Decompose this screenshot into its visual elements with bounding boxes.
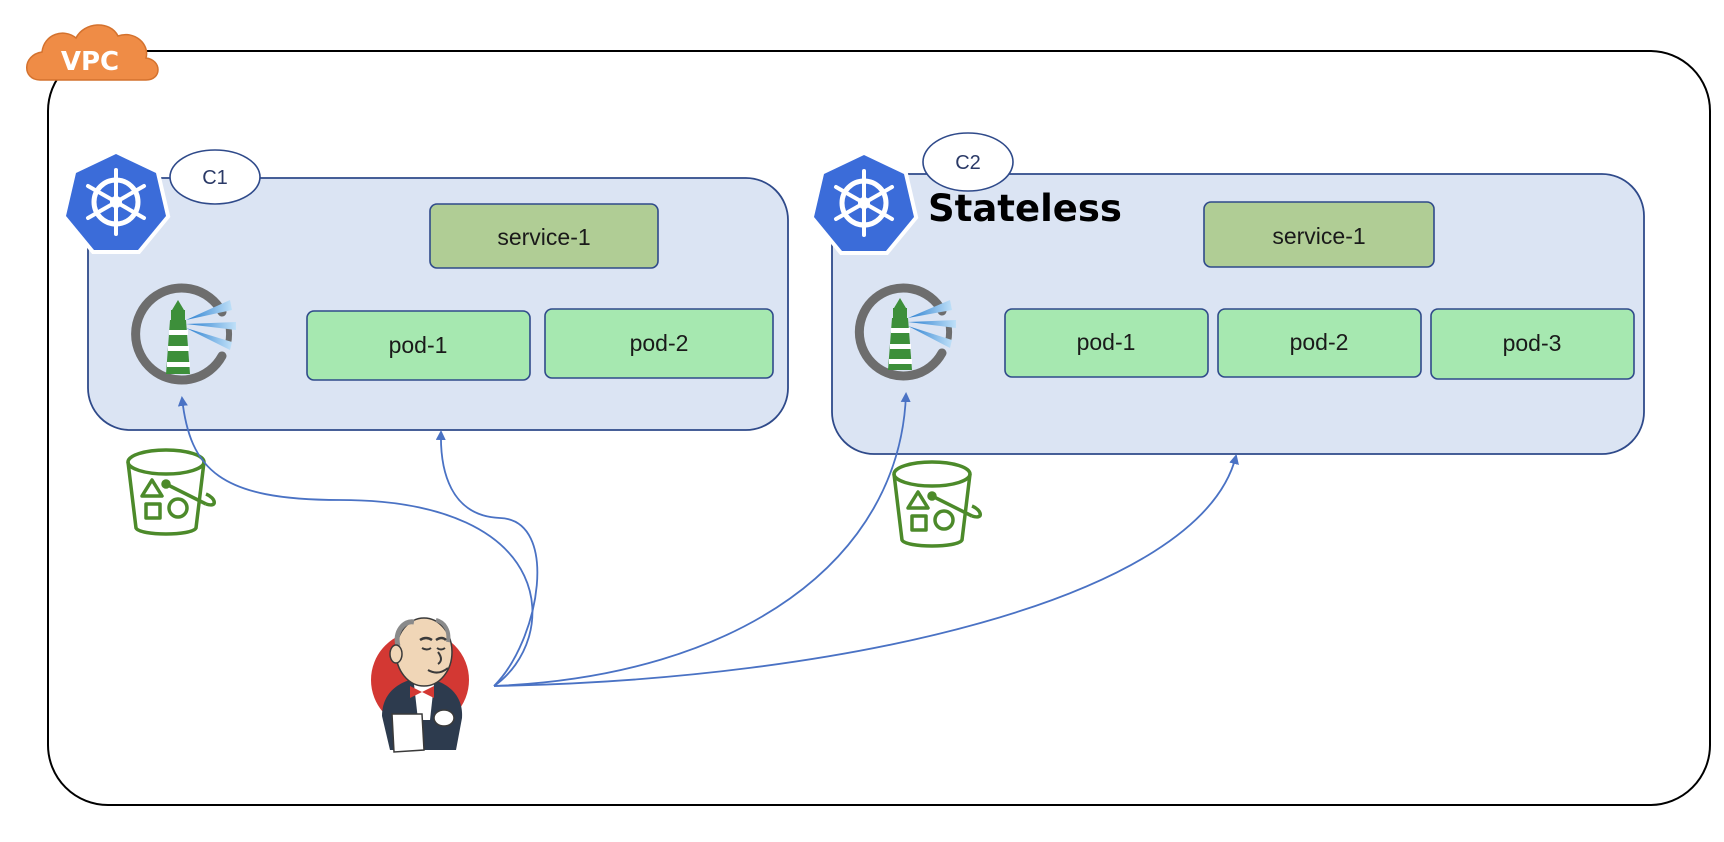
c2-service-label: service-1 (1272, 223, 1365, 249)
bucket-icon (126, 448, 216, 536)
vpc-label: VPC (61, 47, 119, 77)
c2-pod-3-box (1430, 308, 1635, 380)
c2-pod-2-box (1217, 308, 1422, 378)
cluster-c1-tag (169, 149, 261, 205)
vpc-cloud-icon (26, 24, 159, 81)
arrow-to-c1-service (435, 430, 539, 687)
c2-pod-3-label: pod-3 (1503, 330, 1562, 356)
arrow-to-c2-lighthouse (493, 392, 911, 687)
kubernetes-icon (809, 150, 919, 255)
cluster-c2-title: Stateless (928, 187, 1122, 230)
cluster-c2-tag (922, 132, 1014, 192)
jenkins-icon (369, 617, 471, 753)
arrow-to-c2-box (493, 454, 1239, 687)
cluster-c2-name: C2 (955, 152, 981, 174)
c1-pod-2-box (544, 308, 774, 379)
c1-pod-2-label: pod-2 (630, 330, 689, 356)
c2-pod-1-label: pod-1 (1077, 329, 1136, 355)
c1-service-box (429, 203, 659, 269)
c1-pod-1-box (306, 310, 531, 381)
cluster-c1-name: C1 (202, 167, 228, 189)
c2-pod-2-label: pod-2 (1290, 329, 1349, 355)
vpc-boundary (47, 50, 1711, 806)
lighthouse-icon (854, 283, 956, 381)
lighthouse-icon (131, 283, 236, 385)
c1-service-label: service-1 (497, 224, 590, 250)
bucket-icon (892, 460, 982, 548)
c2-pod-1-box (1004, 308, 1209, 378)
c2-service-box (1203, 201, 1435, 268)
kubernetes-icon (61, 149, 171, 254)
c1-pod-1-label: pod-1 (389, 332, 448, 358)
arrow-to-c1-lighthouse (177, 396, 534, 687)
